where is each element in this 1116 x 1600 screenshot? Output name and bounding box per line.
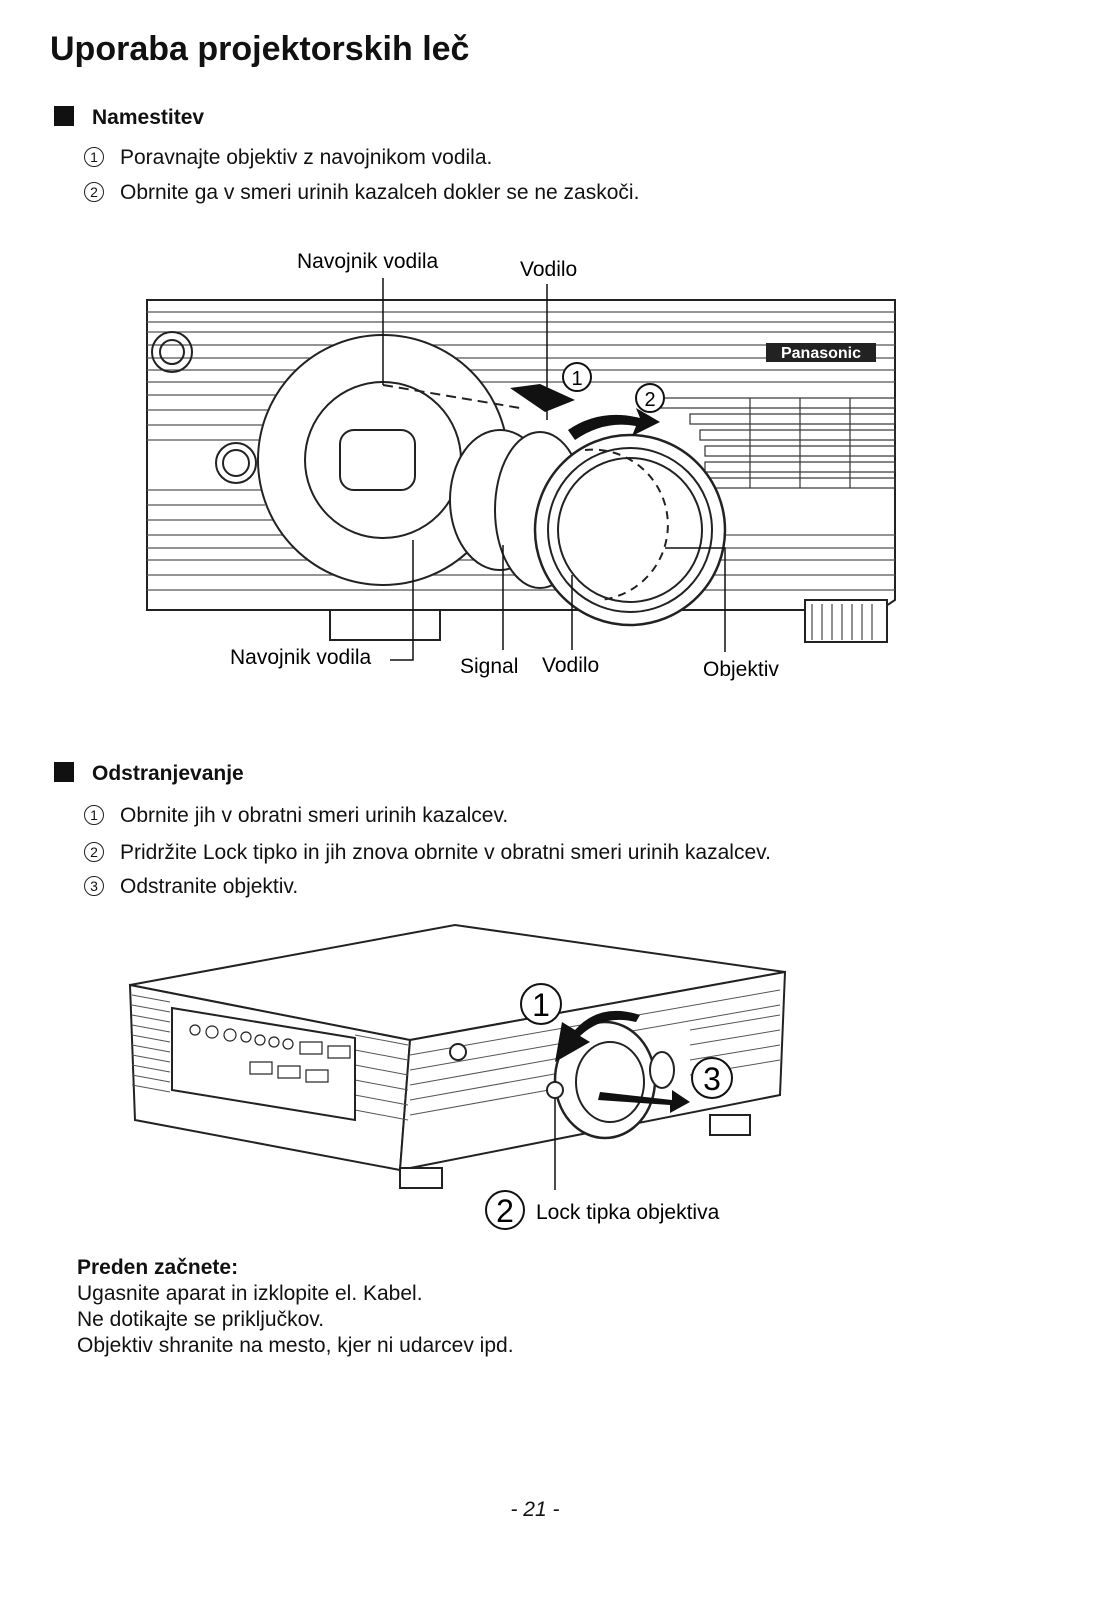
remove-step-3-text: Odstranite objektiv. xyxy=(120,875,299,898)
marker-1: 1 xyxy=(571,368,582,390)
note-title: Preden začnete: xyxy=(77,1256,239,1279)
marker-2: 2 xyxy=(644,389,655,411)
marker-2: 2 xyxy=(496,1193,514,1229)
step-number-icon: 2 xyxy=(84,842,104,862)
install-step-1-text: Poravnajte objektiv z navojnikom vodila. xyxy=(120,146,493,169)
step-number-icon: 2 xyxy=(84,182,104,202)
step-number-icon: 1 xyxy=(84,805,104,825)
label-guide-top: Vodilo xyxy=(520,258,577,281)
remove-step-2-text: Pridržite Lock tipko in jih znova obrnit… xyxy=(120,841,771,864)
remove-step-1-text: Obrnite jih v obratni smeri urinih kazal… xyxy=(120,804,509,827)
label-guide-thread-bottom: Navojnik vodila xyxy=(230,646,372,669)
label-guide-bottom: Vodilo xyxy=(542,654,599,677)
lens-mount-front-diagram: Panasonic 1 2 Navojnik vodila Vodilo Nav… xyxy=(146,250,896,681)
marker-3: 3 xyxy=(703,1061,721,1097)
marker-1: 1 xyxy=(532,987,550,1023)
remove-step-2: 2 Pridržite Lock tipko in jih znova obrni… xyxy=(84,841,771,865)
label-guide-thread-top: Navojnik vodila xyxy=(297,250,439,273)
section-heading-remove: Odstranjevanje xyxy=(54,762,244,786)
page-title: Uporaba projektorskih leč xyxy=(50,30,470,68)
install-step-2-text: Obrnite ga v smeri urinih kazalceh dokle… xyxy=(120,181,640,204)
note-line-2: Ne dotikajte se priključkov. xyxy=(77,1308,325,1331)
note-line-1: Ugasnite aparat in izklopite el. Kabel. xyxy=(77,1282,423,1305)
remove-step-1: 1 Obrnite jih v obratni smeri urinih kaza… xyxy=(84,804,508,828)
square-bullet-icon xyxy=(54,106,74,126)
lens-removal-diagram: 1 2 3 Lock tipka objektiva xyxy=(128,923,787,1230)
note-block: Preden začnete: Ugasnite aparat in izklo… xyxy=(77,1255,514,1359)
square-bullet-icon xyxy=(54,762,74,782)
section-heading-install: Namestitev xyxy=(54,106,204,130)
remove-heading-label: Odstranjevanje xyxy=(92,762,244,785)
step-number-icon: 3 xyxy=(84,876,104,896)
install-step-1: 1 Poravnajte objektiv z navojnikom vodila… xyxy=(84,146,492,170)
step-number-icon: 1 xyxy=(84,147,104,167)
note-line-3: Objektiv shranite na mesto, kjer ni udar… xyxy=(77,1334,514,1357)
brand-logo: Panasonic xyxy=(781,345,861,362)
label-signal: Signal xyxy=(460,655,518,678)
remove-step-3: 3 Odstranite objektiv. xyxy=(84,875,298,899)
install-heading-label: Namestitev xyxy=(92,106,205,129)
page-number: - 21 - xyxy=(510,1498,560,1521)
label-lock-button: Lock tipka objektiva xyxy=(536,1201,720,1224)
install-step-2: 2 Obrnite ga v smeri urinih kazalceh dokl… xyxy=(84,181,639,205)
label-lens: Objektiv xyxy=(703,658,779,681)
